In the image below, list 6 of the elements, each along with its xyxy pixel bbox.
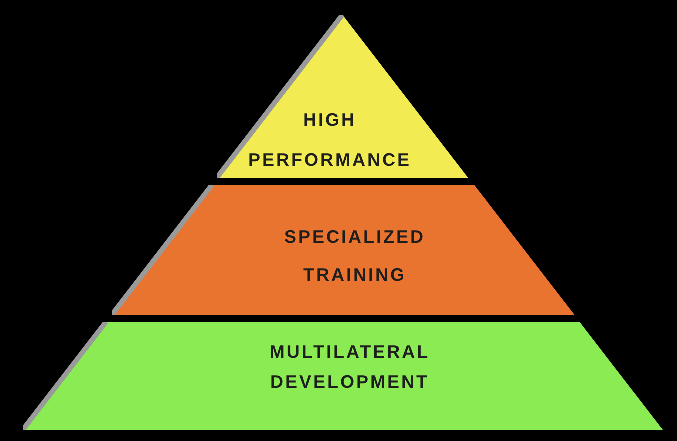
pyramid-tier xyxy=(217,15,469,178)
tier-label: MULTILATERAL DEVELOPMENT xyxy=(268,341,432,394)
pyramid-tier xyxy=(23,322,663,430)
pyramid-tier xyxy=(112,185,574,315)
tier-label: SPECIALIZED TRAINING xyxy=(283,226,426,287)
tier-label: HIGH PERFORMANCE xyxy=(247,109,412,172)
